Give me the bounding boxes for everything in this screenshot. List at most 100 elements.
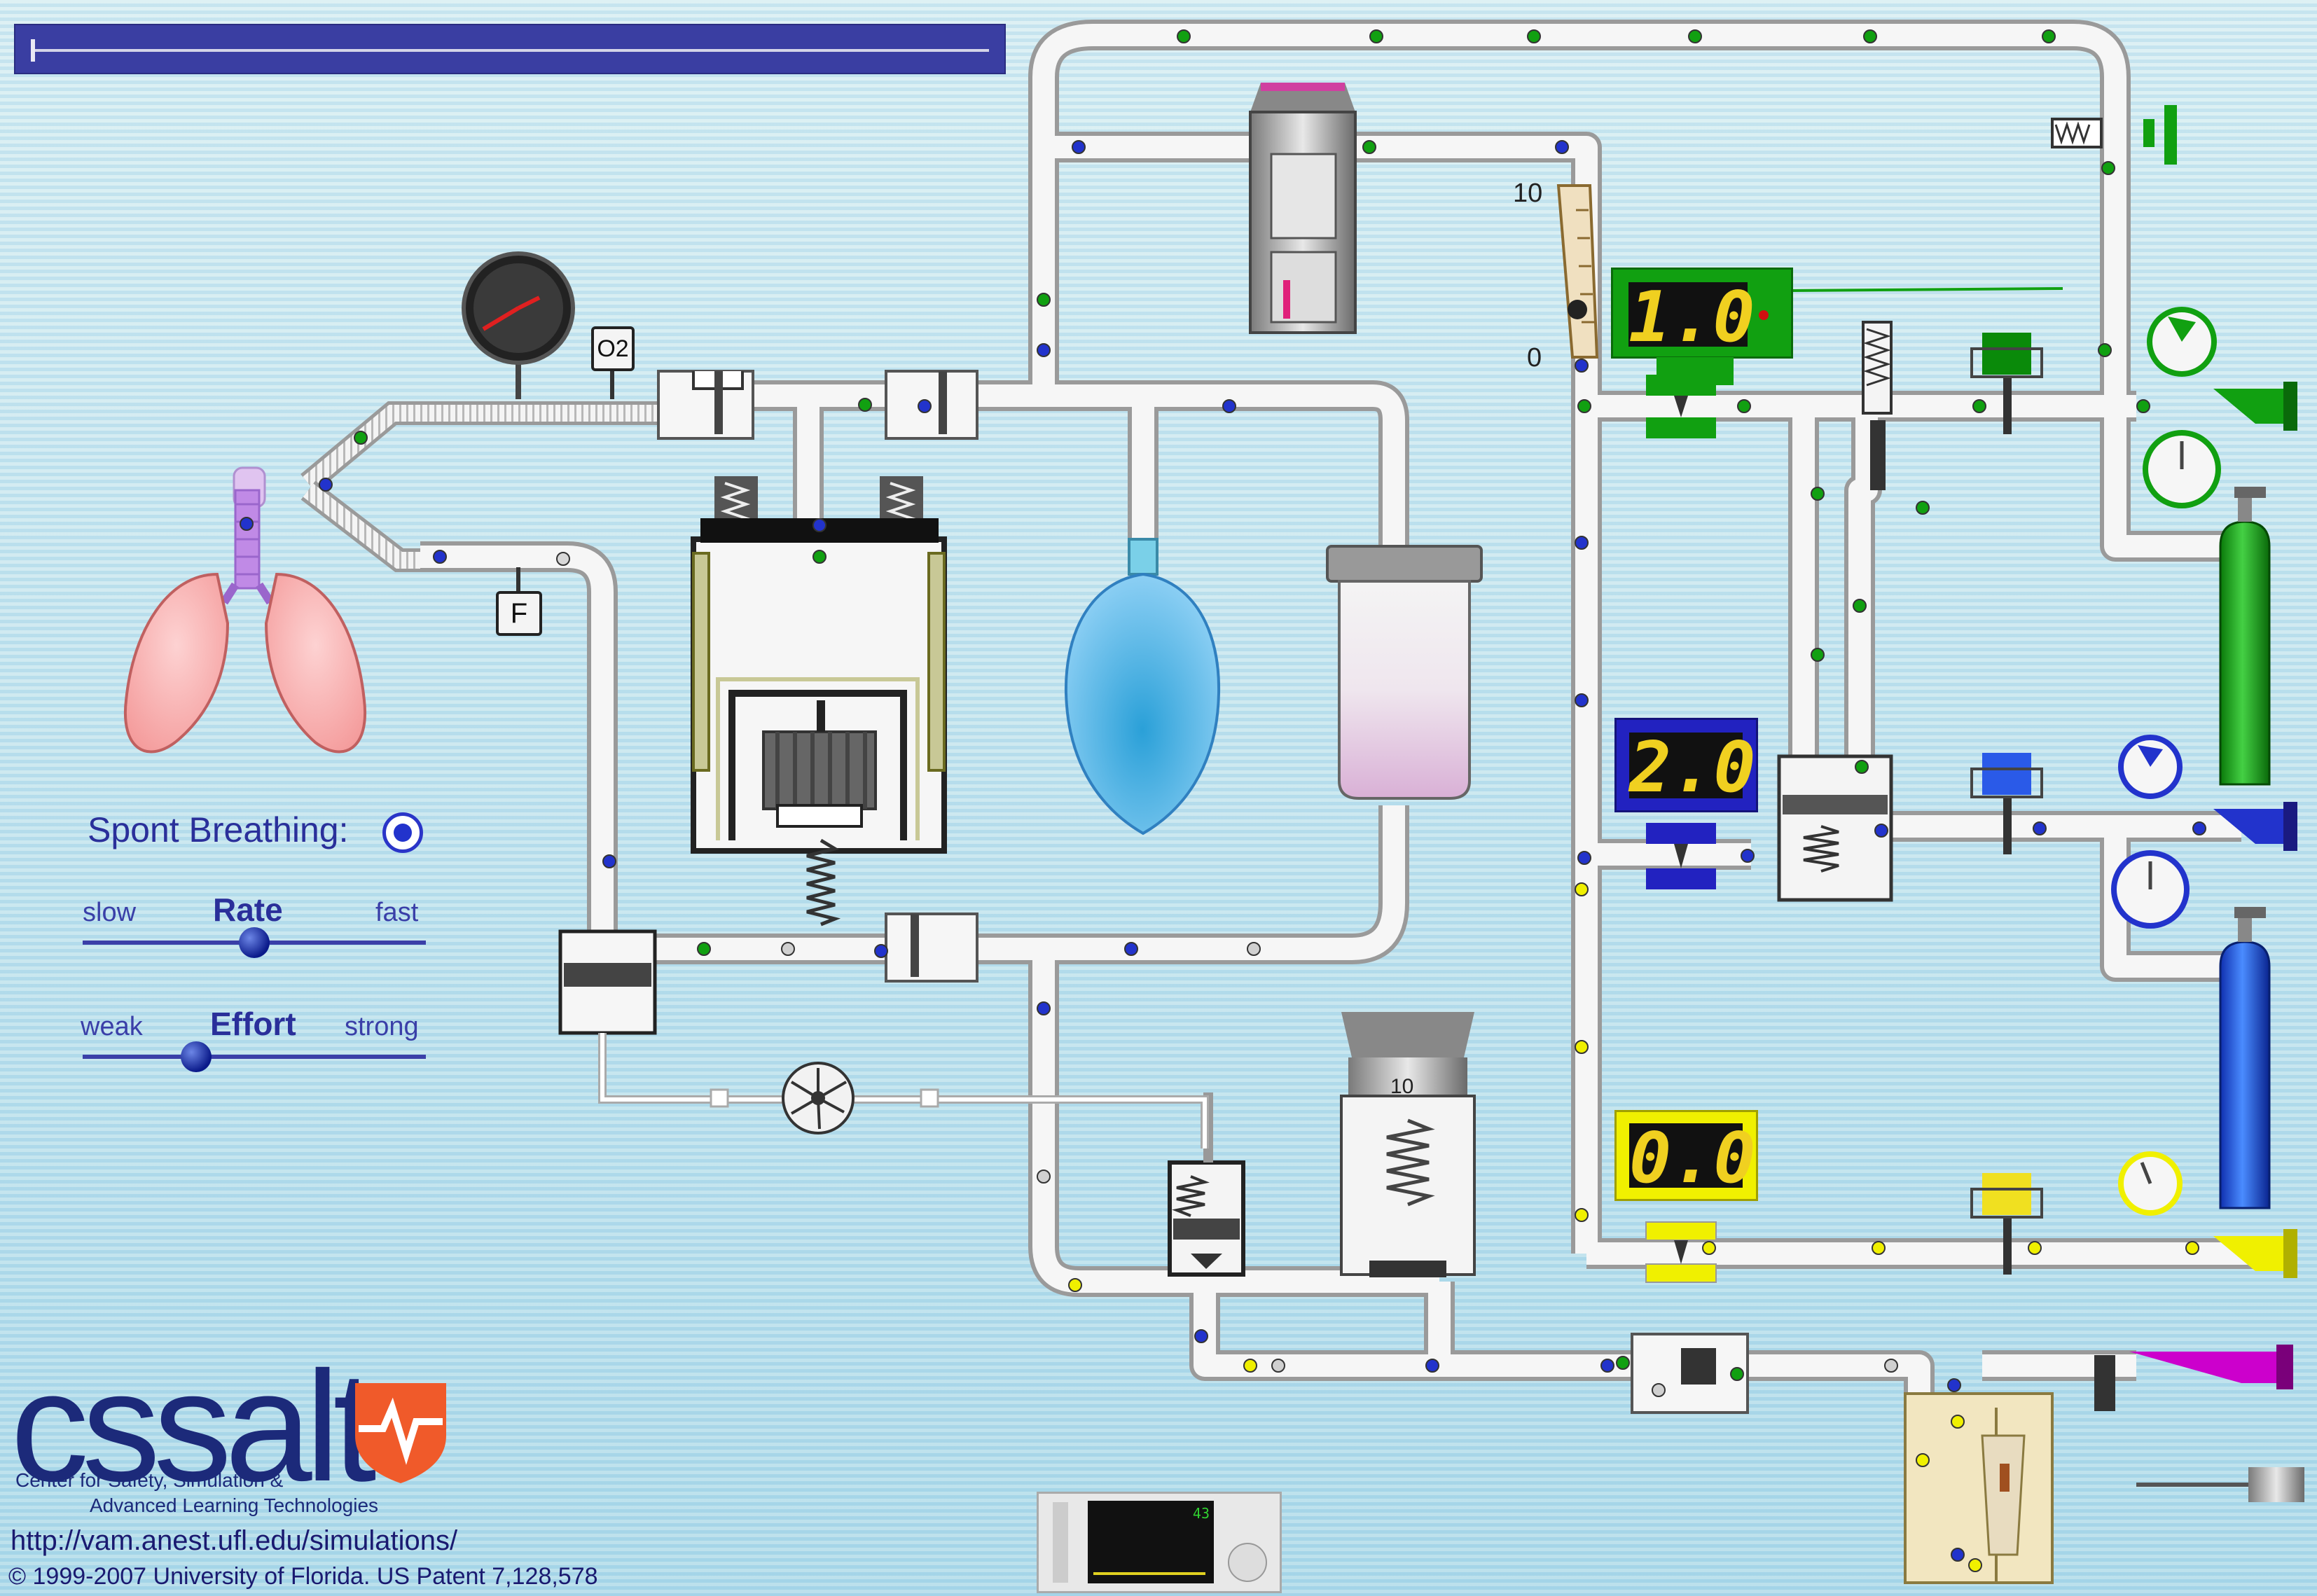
- gas-molecule: [858, 398, 872, 412]
- gas-molecule: [1362, 140, 1376, 154]
- gas-molecule: [1177, 29, 1191, 43]
- effort-slider-track[interactable]: [83, 1055, 426, 1059]
- vaporizer-icon: [1249, 83, 1357, 334]
- gas-molecule: [1616, 1356, 1630, 1370]
- gas-molecules: [240, 29, 2206, 1572]
- gas-molecule: [2192, 821, 2206, 835]
- air-flowmeter[interactable]: 0.0: [1614, 1110, 1758, 1201]
- effort-label: Effort: [210, 1006, 296, 1042]
- rate-label: Rate: [213, 891, 283, 928]
- gas-molecule: [1872, 1241, 1886, 1255]
- rate-slider-knob[interactable]: [239, 927, 270, 958]
- gas-molecule: [812, 518, 826, 532]
- effort-min-label: weak: [81, 1012, 143, 1041]
- gas-molecule: [1555, 140, 1569, 154]
- piston-chamber: [558, 929, 1209, 1149]
- gas-molecule: [1600, 1359, 1614, 1373]
- gas-molecule: [1855, 760, 1869, 774]
- breathing-bag-icon: [1064, 538, 1221, 835]
- n2o-flowmeter[interactable]: 2.0: [1614, 718, 1758, 812]
- gas-molecule: [2033, 821, 2047, 835]
- o2-supply-valve: [2051, 105, 2177, 165]
- gas-molecule: [1222, 399, 1236, 413]
- lungs-icon: [123, 466, 367, 754]
- rate-min-label: slow: [83, 898, 137, 927]
- gas-molecule: [874, 944, 888, 958]
- rate-max-label: fast: [375, 898, 419, 927]
- brand-line-1: Center for Safety, Simulation &: [15, 1469, 284, 1491]
- turbine-icon[interactable]: [782, 1062, 855, 1134]
- gas-molecule: [1072, 140, 1086, 154]
- effort-slider-knob[interactable]: [180, 1041, 212, 1072]
- bellows-icon: [691, 476, 947, 927]
- scale-bottom-label: 0: [1527, 343, 1542, 373]
- gas-molecule: [1874, 824, 1888, 838]
- n2o-knob[interactable]: [1970, 753, 2043, 854]
- pressure-gauge-icon: [462, 251, 575, 399]
- gas-molecule: [1243, 1359, 1257, 1373]
- progress-track: [31, 49, 989, 52]
- gas-molecule: [1741, 849, 1755, 863]
- gas-molecule: [1730, 1367, 1744, 1381]
- gas-molecule: [2098, 343, 2112, 357]
- gas-molecule: [1194, 1329, 1208, 1343]
- brand-line-2: Advanced Learning Technologies: [90, 1494, 379, 1516]
- gas-molecule: [1702, 1241, 1716, 1255]
- gas-molecule: [1951, 1415, 1965, 1429]
- o2-flowmeter[interactable]: 1.0: [1611, 268, 1793, 359]
- gas-molecule: [1575, 693, 1589, 707]
- air-flow-valve[interactable]: [1645, 1221, 1717, 1283]
- simulation-progress-bar[interactable]: [14, 24, 1006, 74]
- gas-molecule: [2185, 1241, 2199, 1255]
- pipeline-inlets: [2129, 382, 2304, 1502]
- gas-molecule: [918, 399, 932, 413]
- gas-molecule: [1968, 1558, 1982, 1572]
- gas-molecule: [1369, 29, 1383, 43]
- apl-scale-label: 10: [1390, 1075, 1414, 1098]
- apl-valve-icon: [1340, 1012, 1476, 1277]
- check-valve-2: [885, 370, 978, 440]
- gas-molecule: [602, 854, 616, 868]
- air-knob[interactable]: [1970, 1173, 2043, 1275]
- gas-molecule: [1068, 1278, 1082, 1292]
- gas-molecule: [1884, 1359, 1898, 1373]
- gas-molecule: [1037, 293, 1051, 307]
- website-link[interactable]: http://vam.anest.ufl.edu/simulations/: [11, 1525, 458, 1556]
- gas-molecule: [1863, 29, 1877, 43]
- spont-breathing-toggle[interactable]: [382, 812, 423, 853]
- inspiratory-valve: [657, 370, 754, 440]
- gas-molecule: [1972, 399, 1986, 413]
- gas-molecule: [1575, 1208, 1589, 1222]
- gas-molecule: [1916, 501, 1930, 515]
- gas-molecule: [433, 550, 447, 564]
- o2-link-line: [1789, 287, 2063, 292]
- gas-molecule: [1652, 1383, 1666, 1397]
- monitor-screen: 43: [1088, 1501, 1214, 1583]
- flow-sensor-label: F: [510, 597, 528, 629]
- flow-sensor-icon: [496, 567, 542, 636]
- cssalt-logo[interactable]: cssalt: [11, 1339, 377, 1514]
- gas-molecule: [1947, 1378, 1961, 1392]
- gas-molecule: [1425, 1359, 1439, 1373]
- gas-molecule: [1811, 648, 1825, 662]
- gas-molecule: [1577, 399, 1591, 413]
- gas-molecule: [1688, 29, 1702, 43]
- monitor-knob[interactable]: [1228, 1543, 1267, 1582]
- monitor-icon[interactable]: 43: [1037, 1492, 1282, 1593]
- gas-molecule: [240, 517, 254, 531]
- fresh-gas-valve: [1631, 1333, 1749, 1414]
- n2o-pipeline-gauge: [2111, 735, 2190, 929]
- breathing-circuit: [300, 401, 665, 572]
- gas-molecule: [1271, 1359, 1285, 1373]
- o2-indicator-light: [1759, 310, 1769, 320]
- o2-knob[interactable]: [1970, 333, 2043, 434]
- gas-molecule: [1575, 1040, 1589, 1054]
- o2-pipeline-gauge: [2143, 307, 2221, 508]
- monitor-waveform: [1093, 1557, 1205, 1575]
- n2o-flow-valve[interactable]: [1646, 823, 1716, 889]
- n2o-flow-reading: 2.0: [1629, 726, 1756, 808]
- progress-thumb[interactable]: [31, 39, 35, 62]
- o2-sensor-icon: [591, 326, 635, 399]
- gas-molecule: [2042, 29, 2056, 43]
